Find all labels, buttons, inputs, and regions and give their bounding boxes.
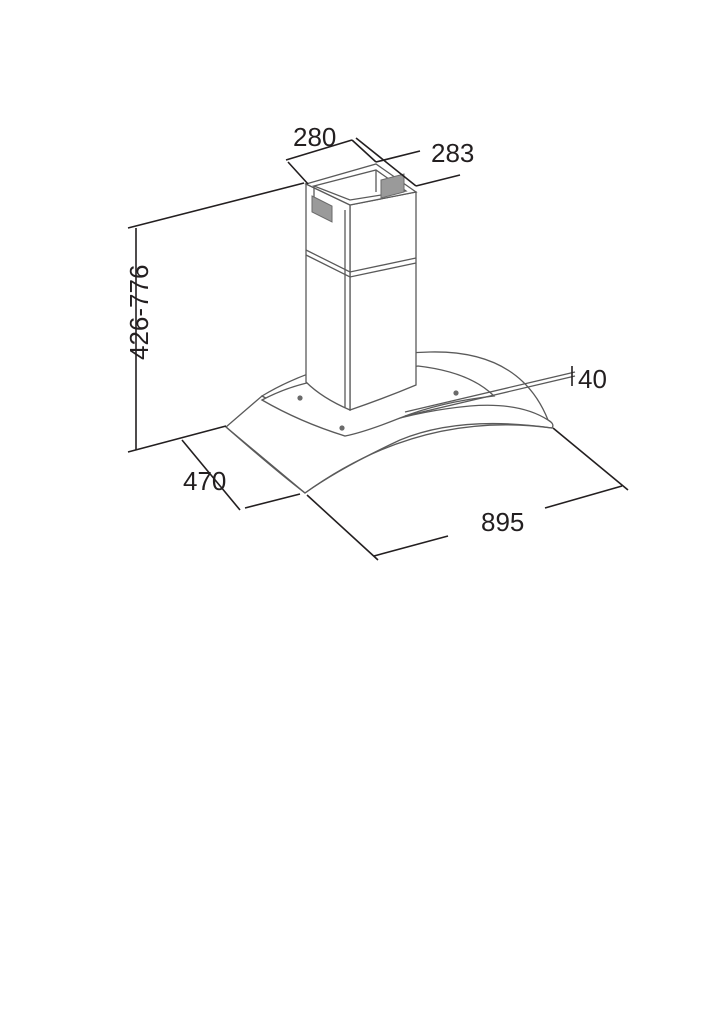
screw-icon	[453, 390, 459, 396]
dim-283-tick	[415, 174, 461, 187]
dim-895-line-right	[544, 485, 623, 509]
dim-283-line	[355, 137, 417, 187]
dim-895-line-left	[373, 535, 449, 557]
dimension-lines	[127, 137, 629, 561]
dim-height-top-extension	[127, 182, 305, 229]
dim-chimney-depth-label: 283	[431, 138, 474, 168]
light-strip-lower	[404, 375, 576, 417]
dim-470-line	[181, 439, 241, 511]
screw-icon	[297, 395, 303, 401]
chimney-right-face	[349, 191, 417, 411]
dim-283-tick	[375, 150, 421, 163]
dim-hood-depth-label: 470	[183, 466, 226, 496]
dim-glass-thickness-label: 40	[578, 364, 607, 394]
dim-280-tick	[287, 161, 309, 185]
chimney-top-inner	[311, 169, 408, 201]
dim-895-left-extension	[306, 494, 379, 561]
dim-895-right-extension	[552, 427, 629, 491]
glass-rim-curve	[304, 424, 553, 494]
light-strip	[404, 371, 576, 413]
dim-280-tick	[351, 139, 377, 163]
dim-height-bottom-extension	[127, 425, 227, 453]
dimension-labels: 280 283 426-776 40 470 895	[124, 122, 607, 537]
vent-right-icon	[380, 173, 405, 199]
dim-height-range-label: 426-776	[124, 265, 154, 360]
chimney-left-face	[305, 182, 351, 411]
chimney-telescopic-joint-2	[305, 254, 417, 278]
glass-front-edge	[225, 426, 306, 494]
dim-hood-width-label: 895	[481, 507, 524, 537]
vent-left-icon	[311, 195, 333, 223]
chimney-telescopic-joint	[305, 249, 417, 273]
dim-280-line	[285, 139, 353, 161]
dim-chimney-width-label: 280	[293, 122, 336, 152]
screw-icon	[339, 425, 345, 431]
dim-470-extension	[244, 493, 301, 509]
cooker-hood-illustration	[224, 163, 576, 494]
